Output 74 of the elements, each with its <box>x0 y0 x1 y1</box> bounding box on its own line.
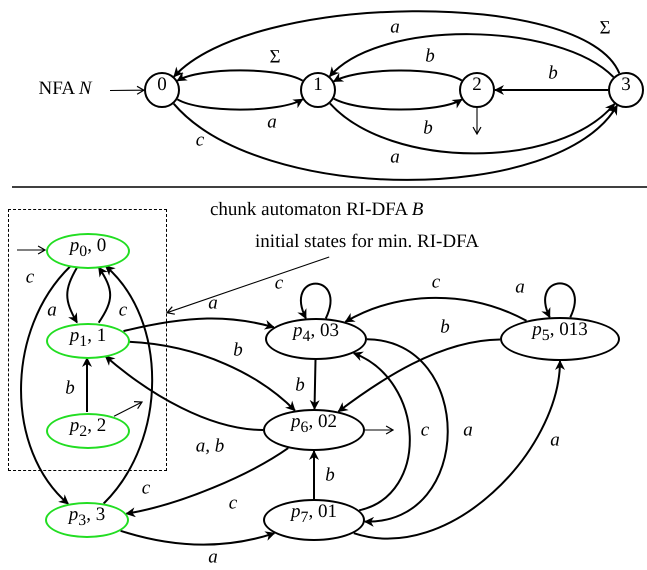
transition-arrow <box>120 530 276 546</box>
state-ellipse: p$_{1}$, 1 <box>46 323 130 359</box>
edge-label: b <box>65 378 75 398</box>
state-ellipse: p$_{3}$, 3 <box>45 502 129 538</box>
edge-label: a <box>267 112 277 132</box>
edge-label: b <box>440 318 450 336</box>
state-ellipse: p$_{5}$, 013 <box>500 317 620 361</box>
caption-text: chunk automaton RI-DFA B <box>210 199 424 221</box>
final-state-arrow <box>365 425 394 435</box>
edge-label: a <box>208 294 218 312</box>
transition-arrow <box>344 296 527 323</box>
self-loop-arrow <box>298 282 332 320</box>
dashed-region <box>8 209 167 471</box>
transition-arrow <box>494 85 608 95</box>
edge-label: b <box>295 376 305 394</box>
transition-arrow <box>352 352 411 512</box>
edge-label: a <box>47 300 57 320</box>
transition-arrow <box>166 256 330 315</box>
edge-label: a <box>390 148 400 166</box>
start-arrow <box>17 245 46 255</box>
transition-arrow <box>128 340 296 412</box>
edge-label: Σ <box>599 18 611 38</box>
edge-label: a <box>208 548 218 566</box>
transition-arrow <box>66 267 78 324</box>
edge-label: a <box>550 430 560 450</box>
edge-label: c <box>196 130 204 150</box>
transition-arrow <box>364 338 449 526</box>
state-circle: 1 <box>300 72 336 108</box>
edge-label: c <box>420 420 430 440</box>
transition-arrow <box>125 447 289 517</box>
edge-label: b <box>423 118 433 138</box>
edge-label: b <box>233 340 243 360</box>
transition-arrow <box>82 357 92 412</box>
transition-arrow <box>332 70 462 82</box>
annotation-text: NFA N <box>20 78 110 104</box>
state-ellipse: p$_{2}$, 2 <box>46 413 130 449</box>
final-state-arrow <box>114 401 143 417</box>
self-loop-arrow <box>542 282 576 318</box>
transition-arrow <box>354 360 564 540</box>
transition-arrow <box>309 450 319 499</box>
transition-arrow <box>98 266 112 324</box>
edge-label: Σ <box>269 48 281 66</box>
transition-arrow <box>110 86 145 95</box>
edge-label: a <box>515 278 525 296</box>
transition-arrow <box>173 102 618 181</box>
edge-label: c <box>274 274 284 292</box>
state-ellipse: p$_{4}$, 03 <box>265 318 367 360</box>
edge-label: c <box>432 272 440 292</box>
edge-label: b <box>425 46 435 66</box>
state-ellipse: p$_{7}$, 01 <box>263 499 365 541</box>
transition-arrow <box>176 69 304 82</box>
edge-label: c <box>142 478 150 498</box>
edge-label: b <box>325 466 335 484</box>
transition-arrow <box>310 360 320 410</box>
state-circle: 0 <box>144 72 180 108</box>
edge-label: c <box>26 268 34 286</box>
transition-arrow <box>328 33 614 78</box>
edge-label: c <box>228 494 238 512</box>
edge-label: c <box>118 300 128 320</box>
edge-label: a <box>463 420 473 440</box>
edge-label: a, b <box>196 436 224 456</box>
edge-label: a <box>390 18 400 36</box>
transition-arrow <box>173 10 620 78</box>
state-ellipse: p$_{6}$, 02 <box>263 409 365 451</box>
state-circle: 3 <box>608 72 644 108</box>
state-circle: 2 <box>459 72 495 108</box>
annotation-text: initial states for min. RI-DFA <box>202 231 532 257</box>
transition-arrow <box>176 98 304 111</box>
transition-arrow <box>333 98 463 110</box>
state-ellipse: p$_{0}$, 0 <box>46 233 130 269</box>
edge-label: b <box>548 64 558 82</box>
final-state-arrow <box>472 108 482 135</box>
transition-arrow <box>329 102 616 154</box>
transition-arrow <box>123 318 275 332</box>
